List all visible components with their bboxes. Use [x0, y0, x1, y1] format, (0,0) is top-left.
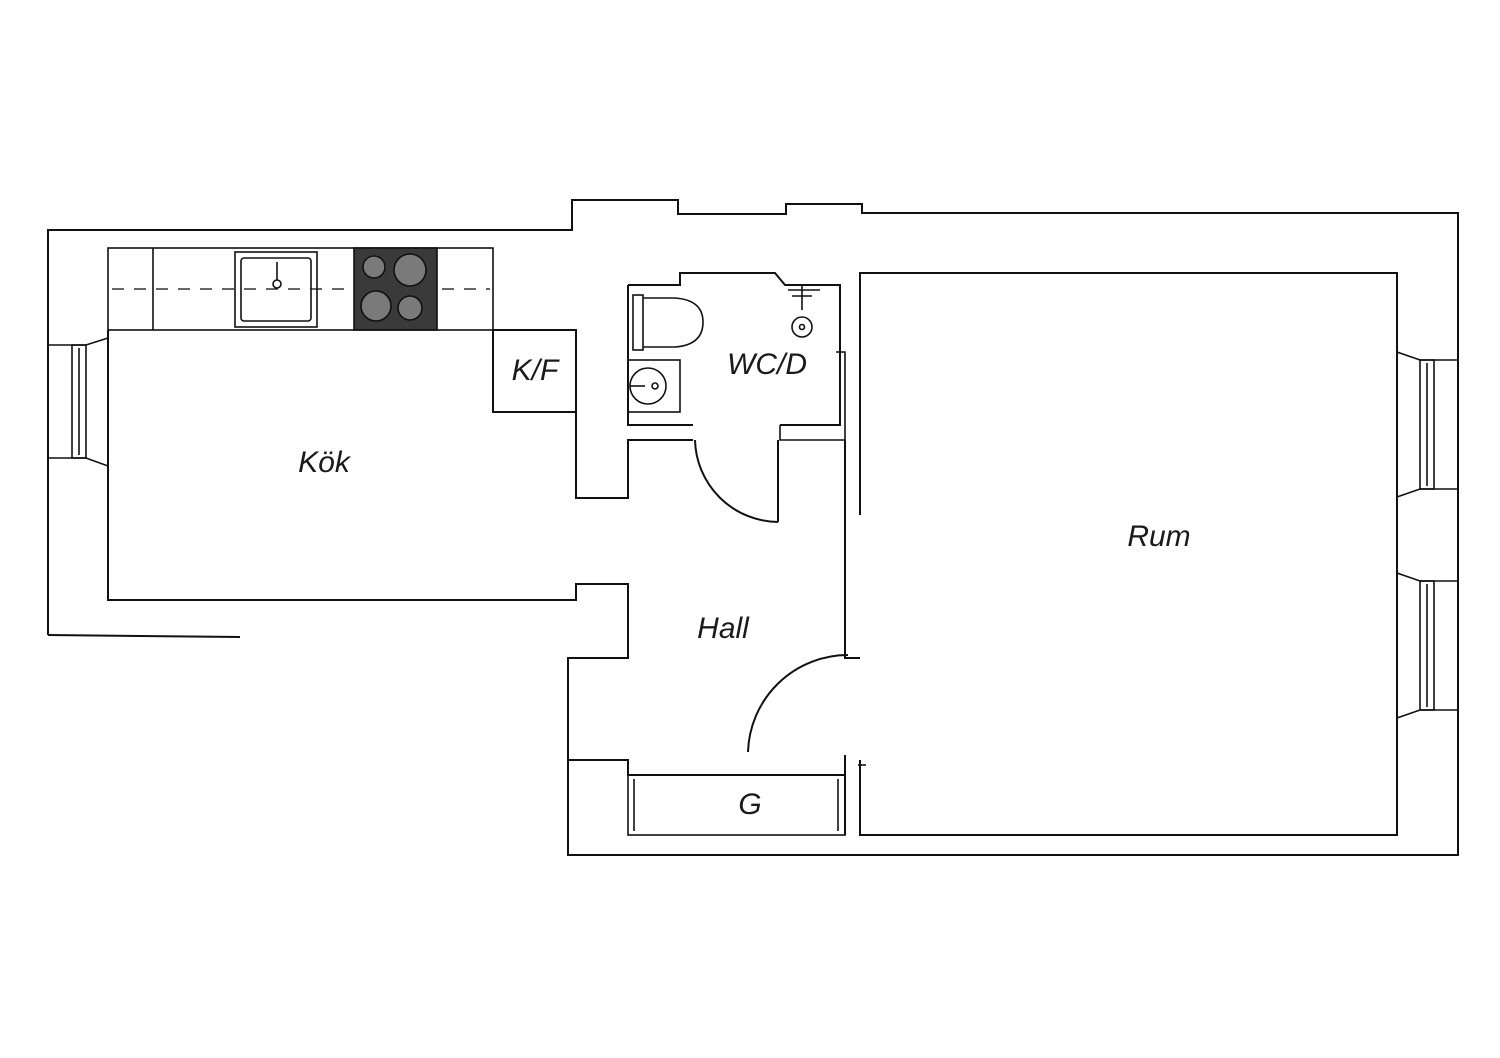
- stove: [353, 247, 438, 331]
- hall-walls: [844, 440, 860, 835]
- toilet: [632, 294, 704, 351]
- living-room-door: [747, 654, 860, 753]
- kitchen-sink: [234, 251, 318, 328]
- label-fridge-freezer: K/F: [512, 354, 560, 387]
- living-room-walls: [858, 272, 1398, 836]
- window-living-room-lower: [1396, 572, 1458, 719]
- window-kitchen: [48, 337, 109, 467]
- label-bathroom: WC/D: [727, 348, 807, 381]
- kitchen-walls: [107, 329, 693, 760]
- shower: [788, 286, 820, 338]
- bathroom-basin: [627, 359, 681, 413]
- outer-walls: [47, 199, 1459, 856]
- bathroom-door: [694, 439, 779, 523]
- window-living-room-upper: [1396, 351, 1458, 498]
- label-kitchen: Kök: [298, 446, 352, 479]
- wardrobe: [627, 774, 846, 836]
- label-living-room: Rum: [1127, 520, 1190, 553]
- label-hall: Hall: [697, 612, 750, 645]
- label-wardrobe: G: [738, 788, 761, 821]
